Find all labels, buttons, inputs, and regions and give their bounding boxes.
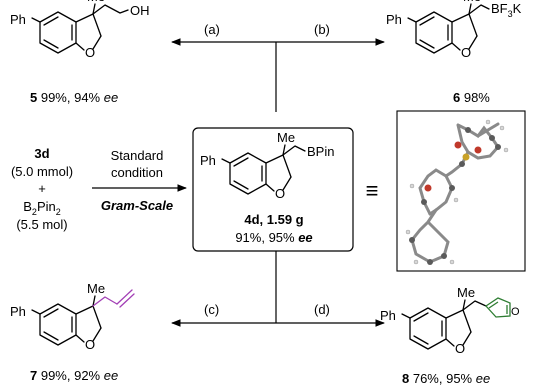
product-4d-box — [192, 127, 354, 252]
methyl-label: Me — [87, 0, 105, 4]
product-4d-yield: 91%, 95% ee — [235, 230, 312, 245]
label-c: (c) — [204, 302, 219, 317]
gram-scale-label: Gram-Scale — [101, 198, 173, 213]
methyl-label: Me — [87, 281, 105, 296]
condition-line-2: condition — [111, 165, 163, 180]
plus-sign: + — [38, 181, 46, 196]
ph-label: Ph — [10, 12, 26, 27]
methyl-label: Me — [463, 0, 481, 4]
label-d: (d) — [314, 302, 330, 317]
ring-oxygen: O — [461, 45, 471, 60]
product-7-yield: 7 99%, 92% ee — [30, 368, 118, 383]
methyl-label: Me — [457, 285, 475, 300]
ring-oxygen: O — [275, 186, 285, 201]
equivalence-sign: ≡ — [366, 178, 379, 203]
ph-label: Ph — [200, 153, 216, 168]
ring-oxygen: O — [455, 341, 465, 356]
product-8: Ph O Me O — [380, 285, 520, 356]
product-5-yield: 5 99%, 94% ee — [30, 90, 118, 105]
hydroxyl-label: OH — [130, 3, 150, 18]
product-5: Ph O Me OH — [10, 0, 150, 60]
b2pin2-label: B2Pin2 — [23, 199, 61, 217]
trifluoroborate-label: BF3K — [491, 1, 522, 19]
ring-oxygen: O — [85, 45, 95, 60]
product-4d: Ph O Me BPin — [200, 130, 334, 201]
product-6-yield: 6 98% — [453, 90, 490, 105]
ph-label: Ph — [10, 304, 26, 319]
bpin-label: BPin — [307, 144, 334, 159]
crystal-structure-image — [396, 110, 526, 272]
product-4d-label: 4d, 1.59 g — [244, 212, 303, 227]
furan-oxygen: O — [511, 306, 520, 318]
b2pin2-amount: (5.5 mol) — [16, 217, 67, 232]
product-8-yield: 8 76%, 95% ee — [402, 371, 490, 385]
furan-ring — [485, 297, 511, 318]
methyl-label: Me — [277, 130, 295, 145]
label-b: (b) — [314, 22, 330, 37]
starting-materials: 3d (5.0 mmol) + B2Pin2 (5.5 mol) — [11, 146, 73, 232]
compound-3d-amount: (5.0 mmol) — [11, 164, 73, 179]
ph-label: Ph — [380, 308, 396, 323]
condition-line-1: Standard — [111, 148, 164, 163]
product-6: Ph O Me BF3K — [386, 0, 522, 60]
label-a: (a) — [204, 22, 220, 37]
compound-3d: 3d — [34, 146, 49, 161]
ring-oxygen: O — [85, 337, 95, 352]
product-7: Ph O Me — [10, 281, 135, 352]
ph-label: Ph — [386, 12, 402, 27]
